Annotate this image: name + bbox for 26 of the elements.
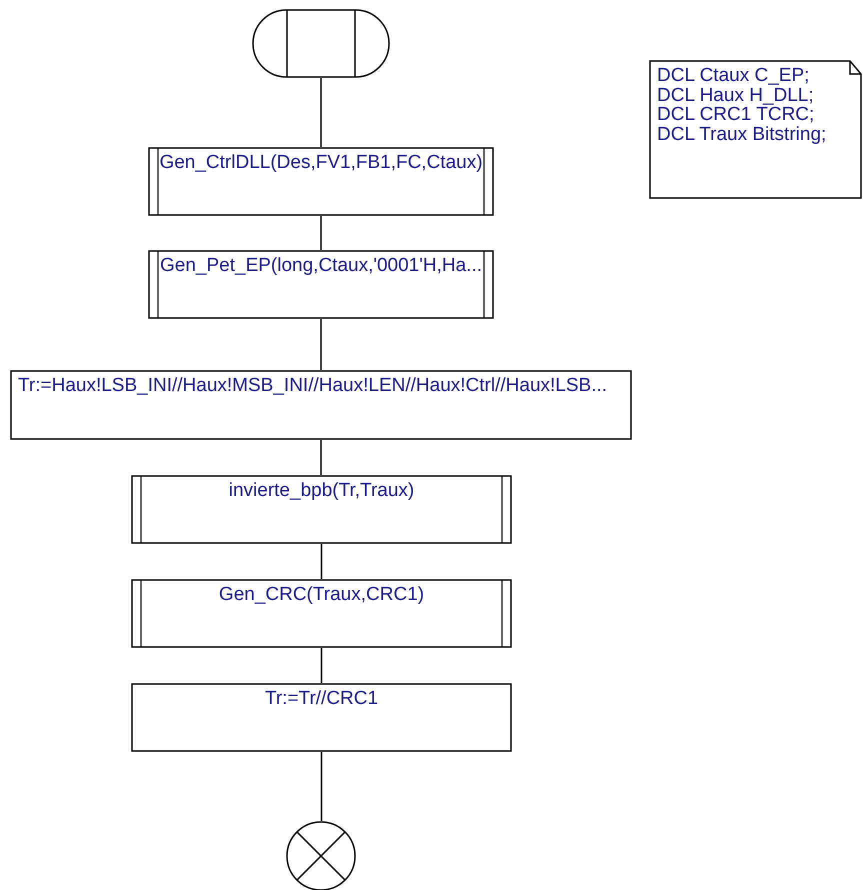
connector-line <box>320 319 322 370</box>
task-text: Tr:=Tr//CRC1 <box>264 689 378 709</box>
task-box <box>131 683 512 752</box>
connector-line <box>320 440 322 475</box>
procedure-call-box <box>131 475 512 544</box>
procedure-call-box <box>148 147 494 216</box>
procedure-call-text: Gen_CRC(Traux,CRC1) <box>218 585 424 605</box>
procedure-call-box <box>131 579 512 648</box>
procedure-call-text: Gen_CtrlDLL(Des,FV1,FB1,FC,Ctaux) <box>159 153 483 173</box>
connector-line <box>320 216 322 250</box>
procedure-call-text: Gen_Pet_EP(long,Ctaux,'0001'H,Ha... <box>160 256 482 276</box>
declaration-text: DCL Traux Bitstring; <box>657 124 826 144</box>
procedure-start-symbol <box>252 9 390 78</box>
task-box <box>10 370 632 440</box>
connector-line <box>320 544 322 579</box>
connector-line <box>320 78 322 147</box>
connector-line <box>320 752 322 821</box>
declaration-text: DCL CRC1 TCRC; <box>657 105 814 125</box>
stop-symbol <box>286 821 356 890</box>
declaration-text: DCL Haux H_DLL; <box>657 86 814 106</box>
procedure-call-box <box>148 250 494 319</box>
connector-line <box>320 648 322 683</box>
procedure-call-text: invierte_bpb(Tr,Traux) <box>228 481 414 501</box>
text-annotation-box <box>649 60 862 199</box>
task-text: Tr:=Haux!LSB_INI//Haux!MSB_INI//Haux!LEN//Haux!Ctrl//Haux!LSB... <box>18 376 608 396</box>
declaration-text: DCL Ctaux C_EP; <box>657 66 810 86</box>
